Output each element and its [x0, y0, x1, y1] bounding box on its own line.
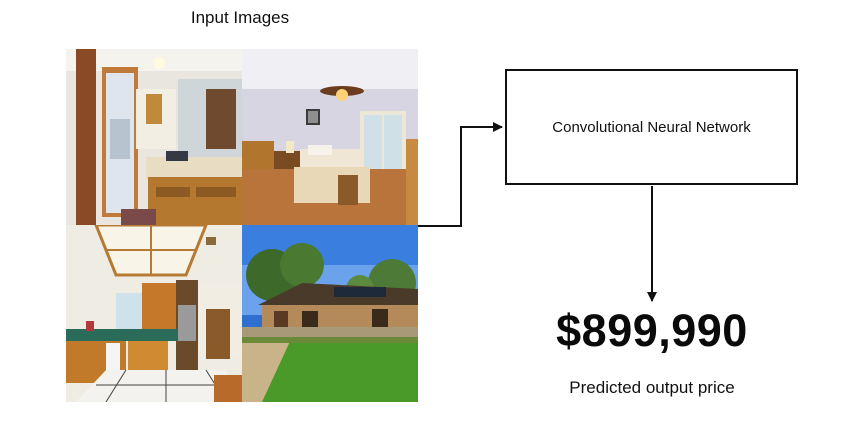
- images-to-cnn-arrow: [418, 122, 503, 227]
- cnn-model-label: Convolutional Neural Network: [552, 118, 751, 136]
- bedroom-image: [242, 49, 418, 225]
- input-image-grid: [66, 49, 418, 402]
- cnn-model-box: Convolutional Neural Network: [505, 69, 798, 185]
- kitchen-image: [66, 225, 242, 402]
- input-images-title: Input Images: [190, 8, 290, 27]
- predicted-price: $899,990: [556, 305, 748, 356]
- predicted-price-label: Predicted output price: [569, 378, 735, 397]
- bathroom-image: [66, 49, 242, 225]
- house-exterior-image: [242, 225, 418, 402]
